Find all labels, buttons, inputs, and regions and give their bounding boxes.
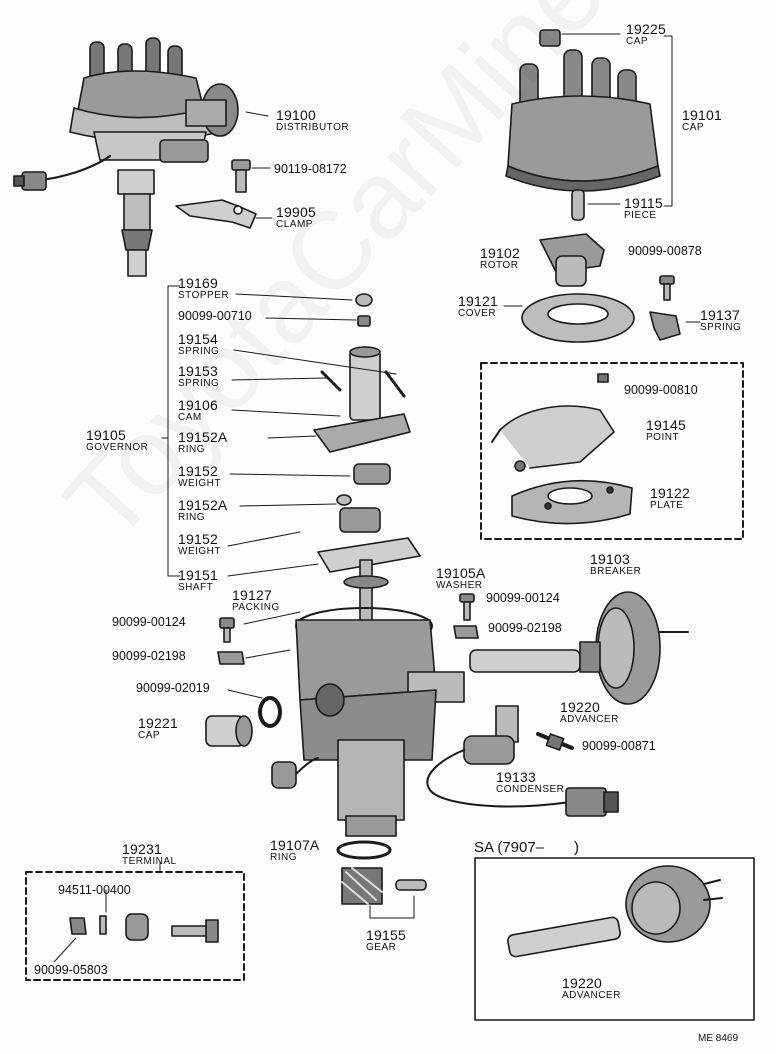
terminal-19231-illustration — [53, 889, 219, 963]
label-90099-00878: 90099-00878 — [628, 244, 702, 258]
clamp-19905-illustration — [175, 199, 273, 229]
screw-90099-00124-left — [219, 617, 235, 643]
sa-inset-title: SA (7907– ) — [474, 839, 580, 856]
label-90099-00124-left: 90099-00124 — [112, 615, 186, 629]
advancer-19220-sa-illustration — [507, 865, 723, 958]
governor-19105-illustration — [313, 293, 421, 631]
label-94511-00400: 94511-00400 — [58, 883, 131, 897]
label-90099-05803: 90099-05803 — [34, 963, 108, 977]
gear-19155-illustration — [341, 867, 427, 919]
oring-90099-02019 — [258, 696, 282, 728]
label-90099-00810: 90099-00810 — [624, 383, 698, 397]
point-19145-illustration — [491, 373, 615, 472]
plate-19122-illustration — [511, 479, 633, 525]
label-90099-02198-left: 90099-02198 — [112, 649, 186, 663]
drawing-reference: ME 8469 — [698, 1033, 739, 1044]
washer-90099-02198-right — [453, 625, 479, 639]
ring-19107a-illustration — [336, 840, 392, 860]
label-90099-00124-right: 90099-00124 — [486, 591, 560, 605]
cover-19121-illustration — [503, 293, 635, 343]
label-90119-08172: 90119-08172 — [274, 162, 347, 176]
cap-19221-illustration — [205, 715, 253, 747]
distributor-assembly-illustration — [13, 37, 269, 277]
rotor-19102-illustration — [539, 233, 605, 287]
screw-90119-08172-illustration — [231, 159, 271, 193]
screw-90099-00878-illustration — [659, 275, 675, 301]
label-90099-00710: 90099-00710 — [178, 309, 252, 323]
screw-90099-00124-right — [459, 593, 475, 621]
label-90099-02019: 90099-02019 — [136, 681, 210, 695]
washer-90099-02198-left — [217, 651, 245, 665]
spring-19137-illustration — [649, 311, 701, 341]
condenser-19133-illustration — [426, 705, 619, 817]
breaker-group-box — [480, 362, 744, 540]
cap-19101-illustration — [505, 29, 661, 221]
terminal-group-box — [25, 871, 245, 981]
sa-advancer-inset-box — [474, 857, 755, 1021]
label-90099-02198-right: 90099-02198 — [488, 621, 562, 635]
label-90099-00871: 90099-00871 — [582, 739, 656, 753]
screw-90099-00871-illustration — [536, 732, 574, 751]
advancer-19220-illustration — [469, 591, 689, 705]
distributor-housing-illustration — [295, 607, 465, 837]
